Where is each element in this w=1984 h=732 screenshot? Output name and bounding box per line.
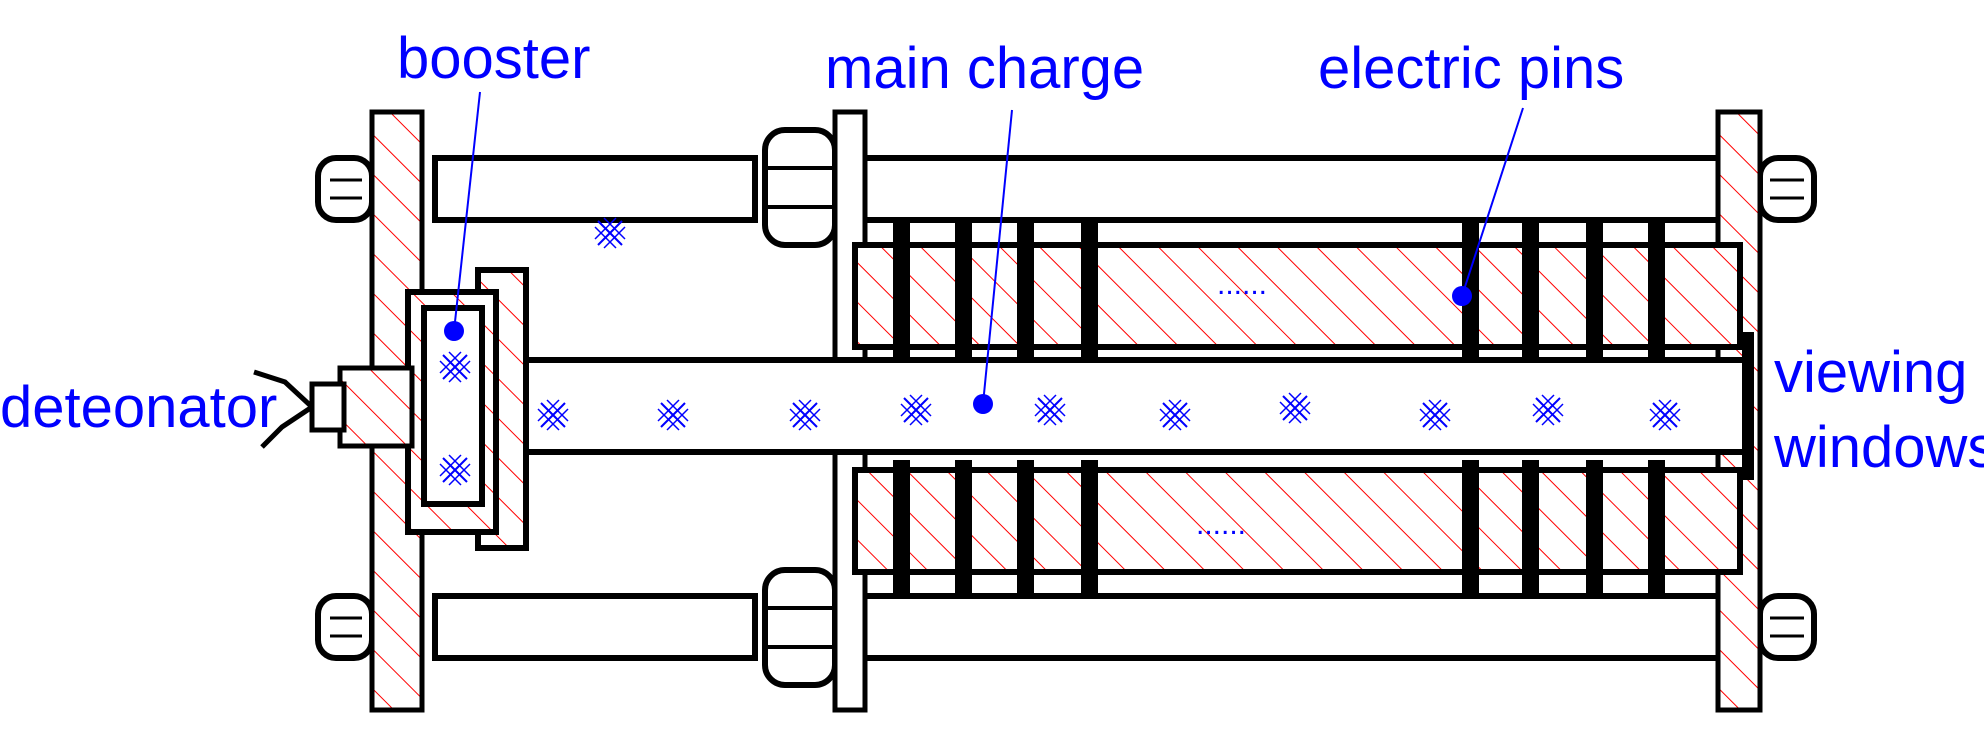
booster-housing [405, 267, 529, 551]
lower-block-dots: ...... [1196, 508, 1246, 541]
upper-mid-nut [762, 127, 838, 248]
main-charge-label: main charge [825, 36, 1144, 101]
leader-lines [444, 91, 1524, 414]
lower-sample-block [852, 467, 1743, 575]
main-charge-bar [492, 357, 1753, 455]
lower-mid-nut [762, 567, 838, 688]
viewing-windows-label-line1: viewing [1774, 340, 1967, 405]
upper-right-nut [1757, 155, 1817, 223]
viewing-window [1742, 332, 1754, 480]
upper-tie-rod [432, 155, 1738, 223]
detonator [253, 365, 415, 449]
electric-pins-label: electric pins [1318, 36, 1624, 101]
lower-tie-rod [432, 593, 1738, 661]
upper-block-dots: ...... [1217, 268, 1267, 301]
upper-left-nut [315, 155, 375, 223]
booster-label: booster [397, 26, 590, 91]
upper-sample-block [852, 242, 1743, 350]
viewing-windows-label-line2: windows [1773, 415, 1984, 480]
lower-left-nut [315, 593, 375, 661]
lower-right-nut [1757, 593, 1817, 661]
detonator-label: deteonator [0, 375, 277, 440]
lower-electric-pins [893, 460, 1665, 595]
